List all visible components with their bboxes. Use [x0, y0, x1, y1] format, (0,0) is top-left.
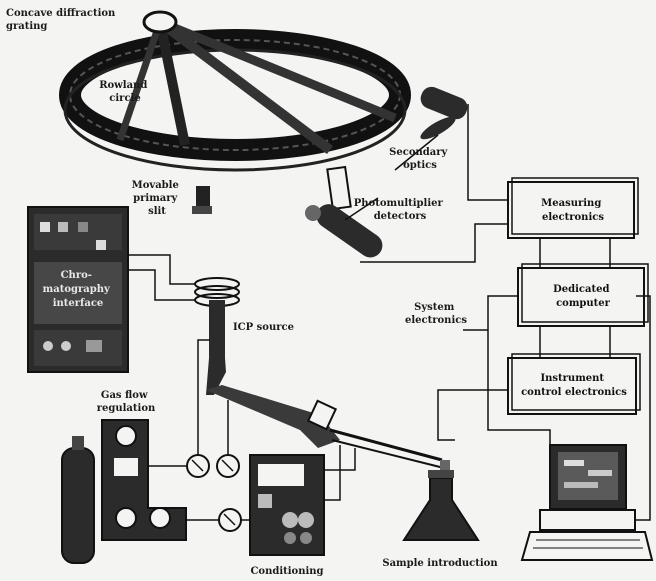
dedicated-computer-box	[518, 264, 648, 326]
primary-slit-label: Movable primary slit	[132, 180, 183, 217]
sample-introduction-label: Sample introduction	[382, 558, 498, 569]
grating-mount	[144, 12, 176, 32]
sample-flask	[404, 470, 478, 540]
icp-torch	[195, 278, 239, 395]
system-electronics-label: System electronics	[405, 302, 467, 326]
conditioning-unit	[250, 455, 324, 555]
grating-label: Concave diffraction grating	[6, 8, 119, 32]
computer-terminal	[522, 445, 652, 560]
rowland-circle-label: Rowland circle	[99, 80, 151, 104]
primary-slit	[192, 186, 212, 214]
gas-cylinder	[62, 436, 94, 563]
conditioning-label: Conditioning	[250, 566, 323, 577]
gas-flow-panel	[102, 420, 186, 540]
icp-source-label: ICP source	[233, 322, 294, 333]
instrument-control-box	[508, 354, 640, 414]
spray-chamber	[206, 385, 450, 500]
gas-flow-label: Gas flow regulation	[97, 390, 156, 414]
photomultiplier-label: Photomultiplier detectors	[354, 198, 447, 222]
